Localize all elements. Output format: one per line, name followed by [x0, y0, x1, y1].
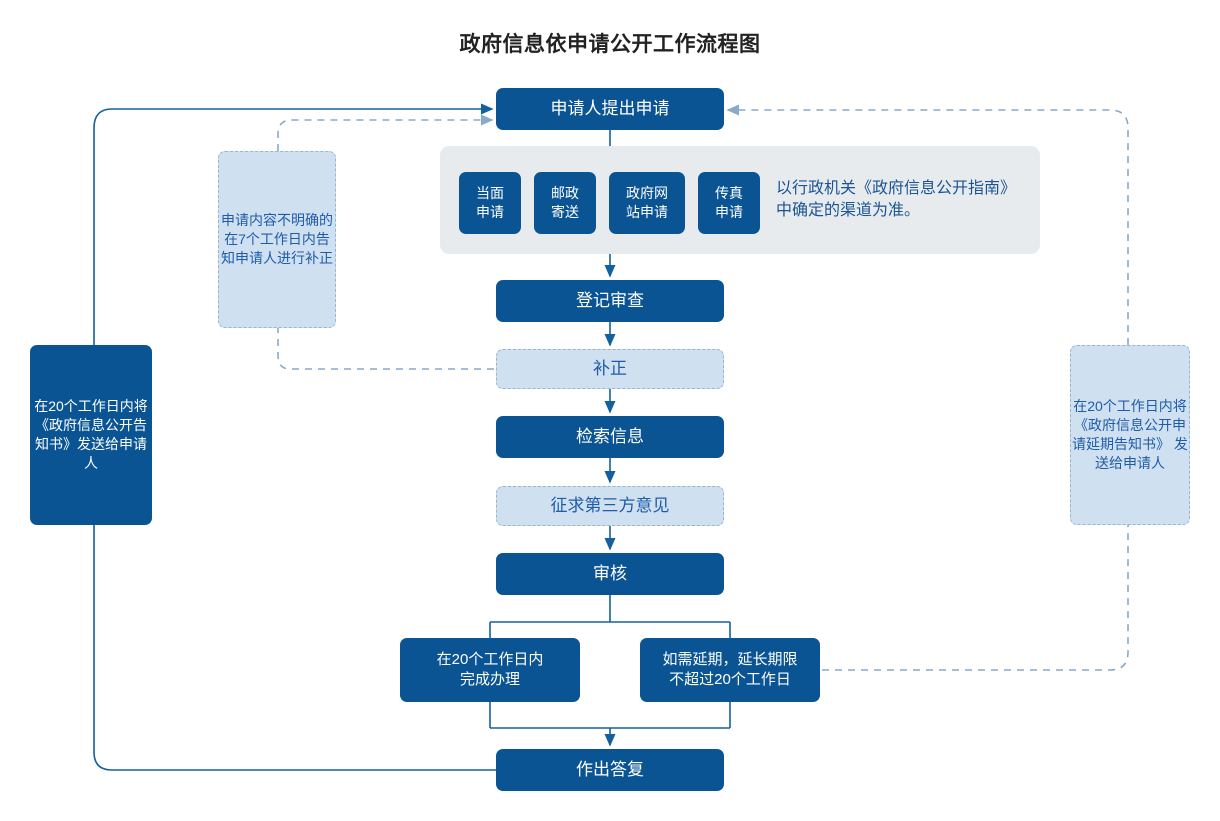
node-retrieve-info-label: 检索信息	[576, 426, 644, 446]
node-channel-postal[interactable]: 邮政 寄送	[534, 172, 596, 234]
annotation-correction: 申请内容不明确的在7个工作日内告知申请人进行补正	[218, 151, 336, 328]
node-third-party-opinion[interactable]: 征求第三方意见	[496, 486, 724, 526]
node-channel-fax[interactable]: 传真 申请	[698, 172, 760, 234]
node-channel-in-person-label: 当面 申请	[476, 185, 504, 220]
node-supplement-label: 补正	[593, 358, 627, 378]
annotation-extension-notice-text: 在20个工作日内将《政府信息公开申请延期告知书》 发送给申请人	[1072, 398, 1188, 471]
node-channel-website-label: 政府网 站申请	[626, 185, 668, 220]
node-retrieve-info[interactable]: 检索信息	[496, 416, 724, 458]
annotation-disclosure-notice-text: 在20个工作日内将《政府信息公开告知书》发送给申请人	[34, 398, 148, 471]
node-register-review-label: 登记审查	[576, 290, 644, 310]
node-supplement[interactable]: 补正	[496, 349, 724, 389]
annotation-extension-notice: 在20个工作日内将《政府信息公开申请延期告知书》 发送给申请人	[1070, 345, 1190, 525]
node-channel-postal-label: 邮政 寄送	[551, 185, 579, 220]
node-register-review[interactable]: 登记审查	[496, 280, 724, 322]
node-complete-on-time[interactable]: 在20个工作日内 完成办理	[400, 638, 580, 702]
node-third-party-opinion-label: 征求第三方意见	[550, 495, 670, 515]
node-make-reply-label: 作出答复	[576, 759, 644, 779]
node-review[interactable]: 审核	[496, 553, 724, 595]
annotation-disclosure-notice: 在20个工作日内将《政府信息公开告知书》发送给申请人	[30, 345, 152, 525]
annotation-correction-text: 申请内容不明确的在7个工作日内告知申请人进行补正	[221, 212, 333, 266]
page-title: 政府信息依申请公开工作流程图	[459, 33, 761, 56]
node-make-reply[interactable]: 作出答复	[496, 749, 724, 791]
node-apply[interactable]: 申请人提出申请	[496, 88, 724, 130]
node-review-label: 审核	[593, 563, 627, 583]
channel-note-text: 以行政机关《政府信息公开指南》 中确定的渠道为准。	[776, 180, 1017, 219]
node-channel-fax-label: 传真 申请	[715, 185, 743, 220]
node-extension[interactable]: 如需延期，延长期限 不超过20个工作日	[640, 638, 820, 702]
node-complete-on-time-label: 在20个工作日内 完成办理	[436, 650, 544, 688]
node-channel-website[interactable]: 政府网 站申请	[609, 172, 685, 234]
node-apply-label: 申请人提出申请	[550, 98, 670, 118]
node-extension-label: 如需延期，延长期限 不超过20个工作日	[662, 650, 798, 688]
node-channel-in-person[interactable]: 当面 申请	[459, 172, 521, 234]
